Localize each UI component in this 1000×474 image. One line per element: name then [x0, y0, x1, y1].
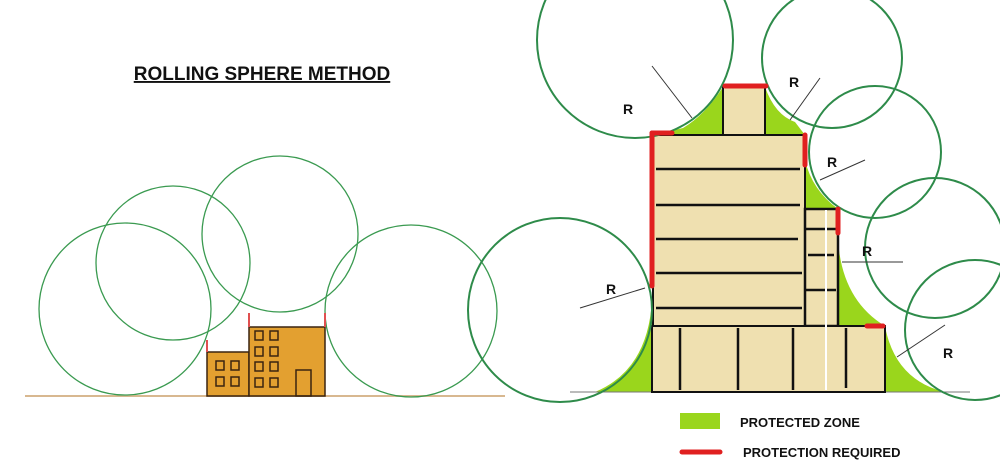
sphere	[761, 0, 903, 129]
sphere	[904, 259, 1000, 401]
sphere	[536, 0, 734, 139]
sphere	[808, 85, 942, 219]
legend-label-protection-required: PROTECTION REQUIRED	[743, 445, 900, 460]
radius-labels: R R R R R R	[606, 74, 953, 361]
legend-label-protected-zone: PROTECTED ZONE	[740, 415, 860, 430]
sphere	[38, 222, 212, 396]
building-left	[206, 326, 326, 397]
sphere	[864, 177, 1000, 319]
radius-label: R	[862, 243, 872, 259]
spheres-left	[38, 155, 498, 398]
roof-structure	[722, 86, 766, 136]
sphere	[324, 224, 498, 398]
radius-label: R	[606, 281, 616, 297]
radius-label: R	[943, 345, 953, 361]
base-block	[651, 325, 886, 393]
protection-required-marks-left	[206, 313, 326, 352]
radius-leaders	[579, 65, 946, 358]
legend: PROTECTED ZONE PROTECTION REQUIRED	[679, 413, 900, 460]
radius-label: R	[789, 74, 799, 90]
sphere	[95, 185, 251, 341]
protection-required-marks-right	[649, 83, 886, 329]
radius-label: R	[827, 154, 837, 170]
legend-swatch-protected-zone	[680, 413, 720, 429]
spheres-right	[467, 0, 1000, 403]
sphere	[201, 155, 359, 313]
small-building	[206, 351, 250, 397]
diagram-title: ROLLING SPHERE METHOD	[134, 64, 391, 85]
radius-label: R	[623, 101, 633, 117]
side-tower	[803, 207, 840, 328]
main-tower	[652, 134, 806, 327]
building-right	[651, 86, 886, 393]
sphere	[467, 217, 653, 403]
